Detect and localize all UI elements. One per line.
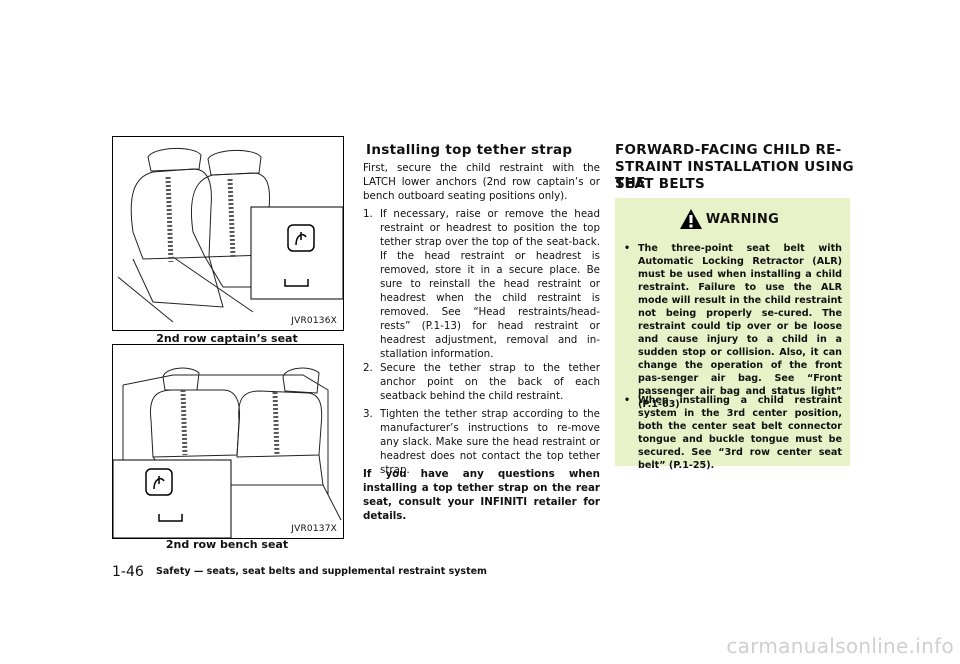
latch-anchor-icon	[145, 468, 173, 496]
page-number: 1-46	[112, 564, 144, 580]
figure-captains-seat: JVR0136X	[112, 136, 344, 331]
section-heading: Installing top tether strap	[366, 142, 573, 158]
step-number: 2.	[363, 362, 373, 374]
captains-seat-illustration	[117, 147, 343, 323]
step-number: 3.	[363, 408, 373, 420]
right-heading-line: SEAT BELTS	[615, 176, 706, 192]
right-heading-line: STRAINT INSTALLATION USING THE	[615, 159, 854, 191]
step-item: 2. Secure the tether strap to the tether…	[363, 361, 600, 403]
section-title: Safety — seats, seat belts and supplemen…	[156, 566, 487, 577]
step-text: Tighten the tether strap according to th…	[380, 408, 600, 476]
step-number: 1.	[363, 208, 373, 220]
figure-bench-seat: JVR0137X	[112, 344, 344, 539]
step-text: Secure the tether strap to the tether an…	[380, 362, 600, 402]
warning-item: • The three-point seat belt with Automat…	[624, 242, 842, 411]
warning-box: WARNING • The three-point seat belt with…	[615, 198, 850, 471]
warning-item-text: The three-point seat belt with Automatic…	[638, 243, 842, 410]
warning-title: WARNING	[705, 212, 780, 227]
bullet-dot: •	[624, 395, 631, 406]
figure-caption: 2nd row bench seat	[165, 538, 289, 551]
warning-triangle-icon	[680, 209, 702, 229]
right-heading-line: FORWARD-FACING CHILD RE-	[615, 142, 842, 158]
watermark: carmanualsonline.info	[726, 634, 954, 658]
step-item: 3. Tighten the tether strap according to…	[363, 407, 600, 477]
warning-item: • When installing a child restraint syst…	[624, 394, 842, 472]
latch-anchor-icon	[287, 224, 315, 252]
step-item: 1. If necessary, raise or remove the hea…	[363, 207, 600, 361]
intro-paragraph: First, secure the child restraint with t…	[363, 162, 600, 202]
warning-item-text: When installing a child restraint system…	[638, 395, 842, 471]
figure-code: JVR0136X	[291, 316, 337, 326]
step-text: If necessary, raise or remove the head r…	[380, 208, 600, 360]
figure-code: JVR0137X	[291, 524, 337, 534]
figure-caption: 2nd row captain’s seat	[156, 332, 298, 345]
bench-seat-illustration	[113, 367, 342, 538]
tether-anchor-icon	[284, 279, 309, 287]
closing-paragraph: If you have any questions when installin…	[363, 468, 600, 522]
tether-anchor-icon	[158, 514, 183, 522]
bullet-dot: •	[624, 243, 631, 254]
